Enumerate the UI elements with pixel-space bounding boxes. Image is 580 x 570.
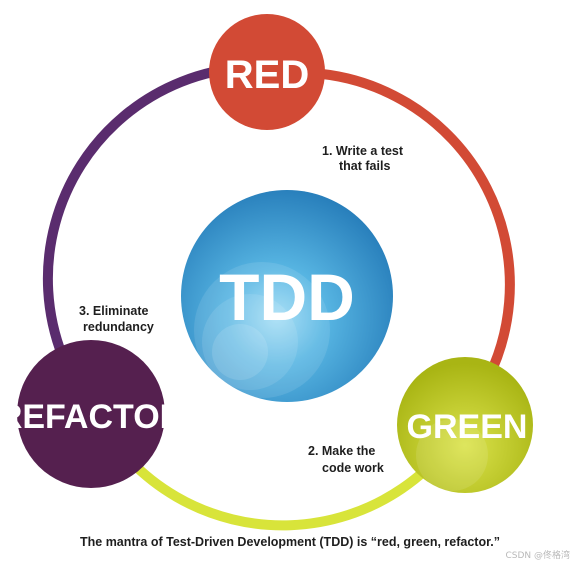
red-node: RED [209,14,325,130]
green-node: GREEN [397,357,533,493]
refactor-node: REFACTOR [0,340,184,488]
step-2-line-1: 2. Make the [308,444,375,458]
tdd-ripple-3 [212,324,268,380]
watermark: CSDN @佟格湾 [505,551,570,561]
red-label: RED [225,53,309,97]
green-label: GREEN [407,408,528,446]
green-ripple [416,419,488,491]
tdd-center-circle [181,190,393,402]
red-circle [209,14,325,130]
refactor-circle [17,340,165,488]
step-3-line-1: 3. Eliminate [79,304,149,318]
tdd-ripple-2 [202,294,298,390]
arc-red-to-green [306,68,515,403]
step-2-line-2: code work [322,461,384,475]
refactor-label: REFACTOR [0,398,184,436]
tdd-center-node: TDD [181,190,393,402]
tdd-label: TDD [219,260,355,334]
step-1-line-2: that fails [339,159,390,173]
step-3-line-2: redundancy [83,320,154,334]
step-1-line-1: 1. Write a test [322,144,404,158]
green-circle [397,357,533,493]
tdd-ripple-1 [194,262,330,398]
diagram-caption: The mantra of Test-Driven Development (T… [80,535,500,549]
